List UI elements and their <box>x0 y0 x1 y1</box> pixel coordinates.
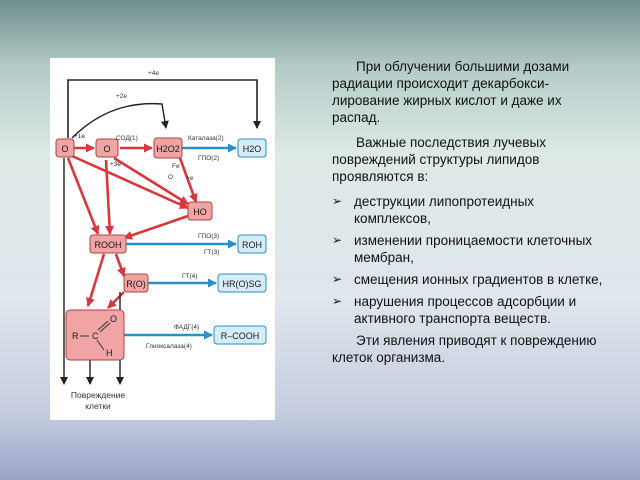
bullet-arrow-icon: ➢ <box>332 294 343 308</box>
svg-text:H2O2: H2O2 <box>156 144 180 154</box>
node-aldehyde: R C O H <box>65 309 125 361</box>
node-hrosg: HR(O)SG <box>217 273 267 293</box>
arrow-o2-ho <box>71 154 189 210</box>
node-ho: HO <box>187 201 213 221</box>
node-rooh: ROOH <box>89 234 127 254</box>
label-gpo2: ГПО(2) <box>198 155 219 162</box>
label-glyoxalase: Глиоксалаза(4) <box>146 343 192 350</box>
label-damage-line2: клетки <box>85 401 111 411</box>
bullet-item: ➢ нарушения процессов адсорбции и активн… <box>332 293 604 327</box>
bullet-item: ➢ деструкции липопротеидных комплексов, <box>332 193 604 227</box>
node-o2: O <box>55 138 75 158</box>
arrow-rooh-ro <box>114 253 126 277</box>
label-o2-small: O <box>168 174 173 181</box>
lipid-radical-diagram: O O H2O2 H2O HO ROOH ROH R(O) <box>50 58 275 420</box>
bullet-text: смещения ионных градиентов в клетке, <box>354 272 603 287</box>
label-plus-e: +e <box>186 175 194 182</box>
bullet-text: деструкции липопротеидных комплексов, <box>354 194 535 226</box>
arrow-radical-rooh <box>104 159 115 235</box>
label-plus2e: +2e <box>116 93 127 100</box>
arrow-ho-rooh <box>123 214 189 240</box>
arrow-o2-rooh <box>66 157 100 235</box>
paragraph-2: Важные последствия лучевых повреждений с… <box>332 135 546 184</box>
svg-text:HO: HO <box>193 207 207 217</box>
svg-text:H2O: H2O <box>243 144 262 154</box>
label-fe: Fe <box>172 163 180 170</box>
node-ro: R(O) <box>123 273 149 293</box>
label-plus1e: +1e <box>74 133 85 140</box>
svg-text:R(O): R(O) <box>126 279 146 289</box>
bullet-text: изменении проницаемости клеточных мембра… <box>354 233 593 265</box>
label-sod: СОД(1) <box>116 135 138 142</box>
svg-text:O: O <box>110 314 117 324</box>
arrow-o2-h2o2 <box>71 102 169 139</box>
svg-text:H: H <box>106 348 113 358</box>
svg-text:O: O <box>61 144 68 154</box>
bullet-arrow-icon: ➢ <box>332 272 343 286</box>
paragraph-1: При облучении большими дозами радиации п… <box>332 59 570 125</box>
label-gpo3: ГПО(3) <box>198 233 219 240</box>
bullet-arrow-icon: ➢ <box>332 233 343 247</box>
arrow-rooh-aldehyde <box>86 253 106 307</box>
svg-text:HR(O)SG: HR(O)SG <box>223 279 262 289</box>
arrow-h2o2-ho <box>178 157 198 203</box>
label-gt4: ГТ(4) <box>182 273 197 280</box>
node-o2-radical: O <box>95 138 119 158</box>
node-rcooh: R–COOH <box>213 325 267 345</box>
label-plus3e: +3e <box>110 161 121 168</box>
text-column: При облучении большими дозами радиации п… <box>332 58 604 374</box>
label-gt3: ГТ(3) <box>204 249 219 256</box>
svg-text:R: R <box>72 331 79 341</box>
bullet-arrow-icon: ➢ <box>332 194 343 208</box>
node-roh: ROH <box>237 234 267 254</box>
diagram-svg: O O H2O2 H2O HO ROOH ROH R(O) <box>55 70 267 411</box>
label-plus4e: +4e <box>148 70 159 77</box>
label-damage-line1: Повреждение <box>71 390 126 400</box>
svg-text:ROH: ROH <box>242 240 262 250</box>
label-fadg: ФАДГ(4) <box>174 324 199 331</box>
bullet-text: нарушения процессов адсорбции и активног… <box>354 294 577 326</box>
arrow-o2-h2o <box>67 79 261 138</box>
label-catalase: Каталаза(2) <box>188 135 224 142</box>
node-h2o: H2O <box>237 138 267 158</box>
node-h2o2: H2O2 <box>153 137 183 159</box>
arrow-ro-aldehyde <box>107 291 125 309</box>
arrow-radical-ho <box>113 156 189 206</box>
svg-text:R–COOH: R–COOH <box>221 331 260 341</box>
svg-text:C: C <box>92 331 99 341</box>
svg-text:O: O <box>103 144 110 154</box>
svg-text:ROOH: ROOH <box>95 240 122 250</box>
bullet-item: ➢ изменении проницаемости клеточных мемб… <box>332 232 604 266</box>
paragraph-3: Эти явления приводят к повреждению клето… <box>332 333 597 365</box>
bullet-item: ➢ смещения ионных градиентов в клетке, <box>332 271 604 288</box>
